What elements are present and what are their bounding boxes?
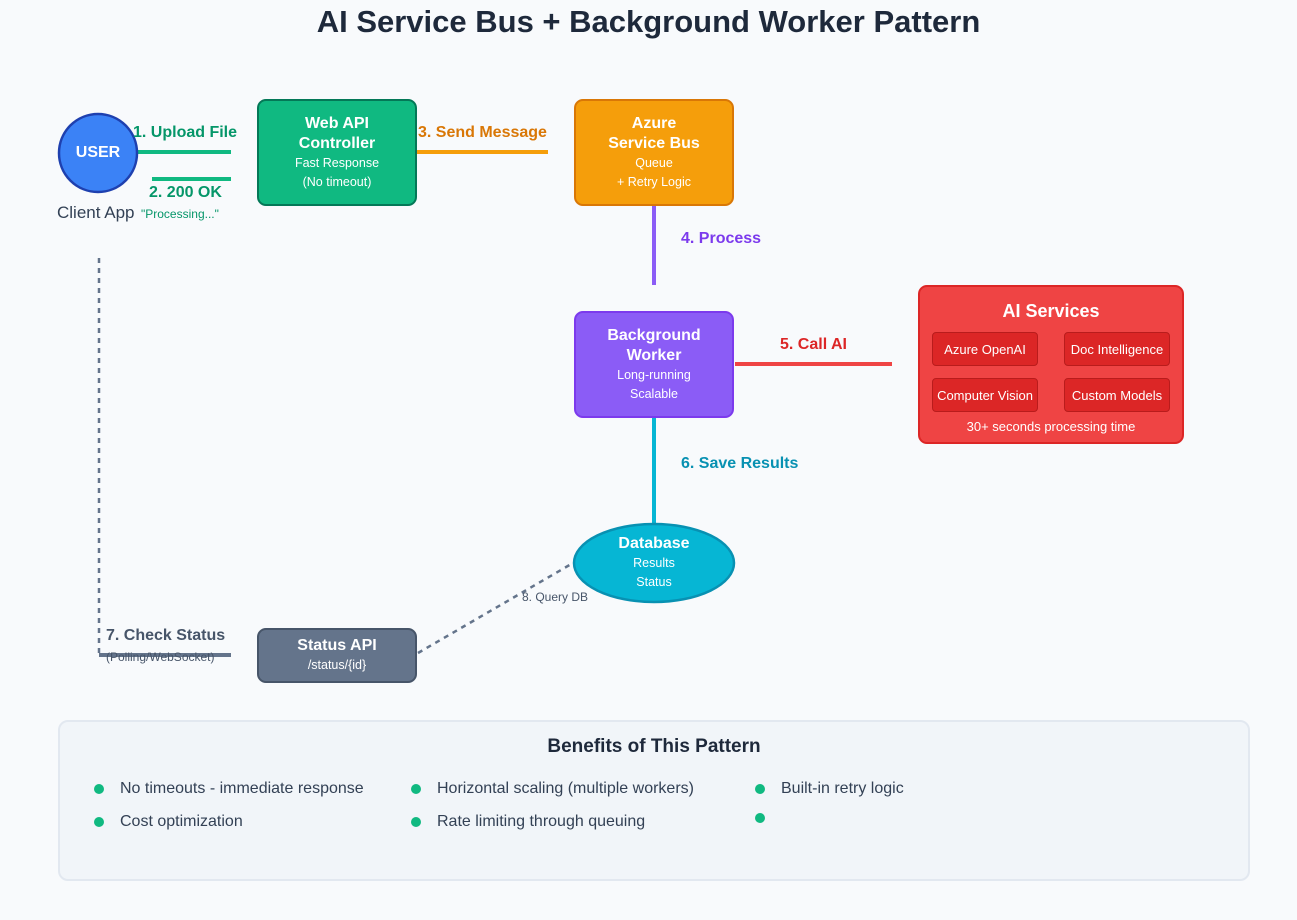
status-api-line1: /status/{id} [307, 658, 367, 672]
benefit-item: Rate limiting through queuing [411, 813, 645, 831]
bullet-dot [755, 784, 765, 794]
step-ok-label: 2. 200 OK [149, 184, 222, 201]
benefits-panel: Benefits of This Pattern No timeouts - i… [58, 720, 1250, 881]
background-worker-box: Background Worker Long-running Scalable [574, 311, 734, 418]
benefit-text: Built-in retry logic [781, 780, 904, 797]
step-query-label: 8. Query DB [522, 590, 589, 604]
status-api-title: Status API [297, 637, 377, 654]
bullet-dot [411, 817, 421, 827]
step-send-label: 3. Send Message [418, 124, 547, 141]
service-bus-line1: Queue [635, 155, 673, 170]
status-api-box: Status API /status/{id} [257, 628, 417, 683]
step-check-label: 7. Check Status [106, 627, 226, 644]
benefit-text: Rate limiting through queuing [437, 813, 646, 830]
bullet-dot [94, 817, 104, 827]
step-process-label: 4. Process [681, 230, 762, 247]
web-api-title: Web API Controller [298, 114, 376, 152]
client-app-caption: Client App [57, 203, 135, 222]
page-title: AI Service Bus + Background Worker Patte… [316, 4, 981, 39]
benefit-item: Horizontal scaling (multiple workers) [411, 780, 694, 798]
database-line2: Status [636, 575, 672, 589]
ai-service-chip-doc-intelligence: Doc Intelligence [1064, 332, 1170, 366]
web-api-line2: (No timeout) [302, 174, 372, 189]
bullet-dot [755, 813, 765, 823]
ai-service-chip-custom-models: Custom Models [1064, 378, 1170, 412]
benefit-text: Horizontal scaling (multiple workers) [437, 780, 694, 797]
service-bus-title: Azure Service Bus [608, 114, 700, 152]
worker-line2: Scalable [630, 386, 678, 401]
ai-service-chip-openai: Azure OpenAI [932, 332, 1038, 366]
benefit-item [755, 813, 781, 823]
database-line1: Results [633, 556, 675, 570]
benefit-item: No timeouts - immediate response [94, 780, 364, 798]
benefit-text: No timeouts - immediate response [120, 780, 364, 797]
ai-services-panel: AI Services Azure OpenAI Doc Intelligenc… [918, 285, 1184, 444]
database-node: Database Results Status [574, 524, 734, 602]
service-bus-box: Azure Service Bus Queue + Retry Logic [574, 99, 734, 206]
database-ellipse [572, 522, 736, 604]
service-bus-line2: + Retry Logic [617, 174, 691, 189]
step-upload-label: 1. Upload File [133, 124, 238, 141]
benefits-title: Benefits of This Pattern [547, 736, 761, 757]
ai-service-chip-computer-vision: Computer Vision [932, 378, 1038, 412]
web-api-controller-box: Web API Controller Fast Response (No tim… [257, 99, 417, 206]
benefit-text: Cost optimization [120, 813, 243, 830]
bullet-dot [411, 784, 421, 794]
step-save-label: 6. Save Results [681, 455, 799, 472]
ai-services-note: 30+ seconds processing time [966, 419, 1136, 434]
database-title: Database [618, 535, 690, 552]
step-call-ai-label: 5. Call AI [780, 336, 847, 353]
user-circle [57, 112, 139, 194]
step-ok-sublabel: "Processing..." [141, 207, 219, 221]
ai-services-title: AI Services [1002, 301, 1100, 321]
query-db-line [417, 561, 574, 655]
step-check-sublabel: (Polling/WebSocket) [106, 650, 215, 664]
web-api-line1: Fast Response [294, 155, 380, 170]
user-circle-label: USER [75, 144, 121, 161]
benefit-item: Built-in retry logic [755, 780, 904, 798]
worker-line1: Long-running [617, 367, 691, 382]
worker-title: Background Worker [607, 326, 701, 364]
benefit-item: Cost optimization [94, 813, 243, 831]
bullet-dot [94, 784, 104, 794]
